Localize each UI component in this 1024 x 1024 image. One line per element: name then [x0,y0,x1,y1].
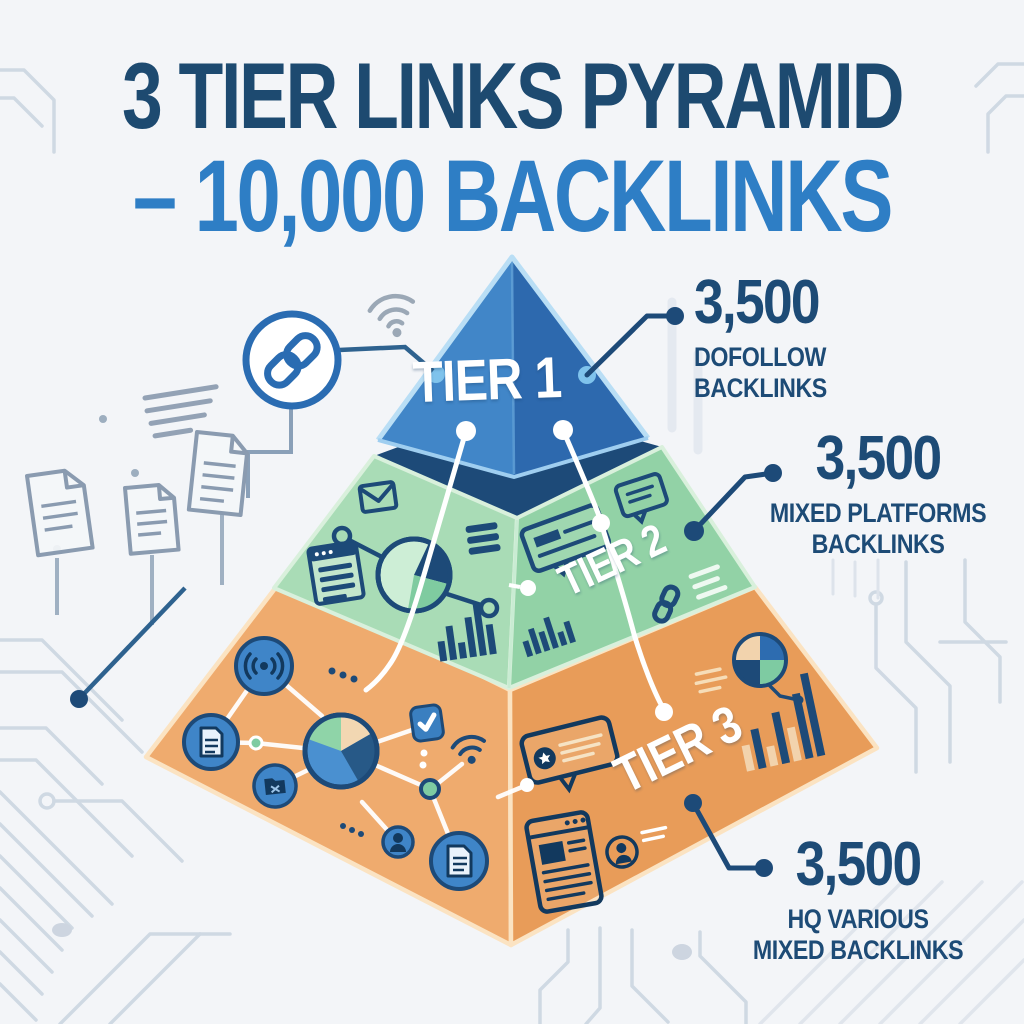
decor-dot [131,469,139,477]
decor-dashes [688,564,728,600]
node-dot [655,703,673,721]
chat-bubble-icon [613,472,669,525]
connector-dot [764,464,782,482]
decor-dots [328,667,364,837]
tier1-outline [375,254,650,442]
link-chain-icon [242,310,435,410]
title-line-2: – 10,000 BACKLINKS [132,139,894,253]
tier2-front-edge [507,519,519,689]
wifi-icon [367,293,416,338]
signal-icon [234,636,294,696]
annotation-tier2: 3,500 MIXED PLATFORMS BACKLINKS [769,424,987,560]
tier1-label: TIER 1 [411,344,563,416]
connector-dot [684,794,702,812]
node-dot [248,735,264,751]
folder-icon [252,763,298,809]
connector-left [70,586,187,708]
decor-dashes [694,667,728,694]
connector-dot [755,859,773,877]
tier1-desc-line2: BACKLINKS [694,373,827,404]
annotation-connectors [584,313,769,871]
tier1-desc-line1: DOFOLLOW [694,342,826,372]
tier2-desc-line1: MIXED PLATFORMS [769,498,987,528]
tier1-ridge [510,261,516,475]
wifi-icon [450,734,486,764]
link-chain-icon [652,584,681,624]
document-icon [123,483,181,556]
tier2-count: 3,500 [815,424,943,493]
annotation-tier1: 3,500 DOFOLLOW BACKLINKS [694,272,827,404]
document-circle-icon [182,713,240,771]
decor-dot [419,761,427,769]
browser-window-icon [524,810,604,914]
tier3-desc-line2: MIXED BACKLINKS [752,935,964,966]
checkbox-icon [409,703,445,743]
bar-chart-icon [437,603,497,662]
browser-window-icon [306,540,366,606]
tier3-count: 3,500 [795,830,923,899]
tier3-desc-line1: HQ VARIOUS [787,904,929,934]
decor-documents [25,293,416,625]
node-ring [478,597,500,619]
list-bars-icon [465,522,501,555]
title-line-1: 3 TIER LINKS PYRAMID [121,43,905,148]
envelope-icon [357,480,399,514]
node-dot [419,778,441,800]
document-icon [25,468,95,558]
pie-chart-icon [302,712,380,790]
person-icon [381,825,415,859]
connector-dot [684,521,704,541]
node-dot [520,580,536,596]
connector-dot [666,307,684,325]
annotation-tier3: 3,500 HQ VARIOUS MIXED BACKLINKS [752,830,964,966]
node-line [446,591,482,608]
document-circle-icon [429,831,489,891]
document-icon [186,430,250,518]
avatar-icon [605,835,639,869]
bar-chart-icon [741,672,826,772]
pie-chart-icon [732,632,804,705]
circuit-traces [0,62,1024,1024]
tier1-left-face [378,257,514,477]
decor-dot [420,749,428,757]
decor-dot [99,415,107,423]
tier3-layer [143,575,880,948]
node-dot [592,514,610,532]
bar-chart-icon [522,616,576,658]
node-line [508,583,521,589]
node-dot [520,778,534,792]
tier1-count: 3,500 [694,268,821,337]
decor-text-lines [142,384,219,439]
tier2-desc-line2: BACKLINKS [811,529,945,560]
tier1-right-face [512,257,648,477]
review-star-bubble-icon [519,715,620,794]
white-connectors [363,427,666,711]
decor-dashes [640,825,668,843]
